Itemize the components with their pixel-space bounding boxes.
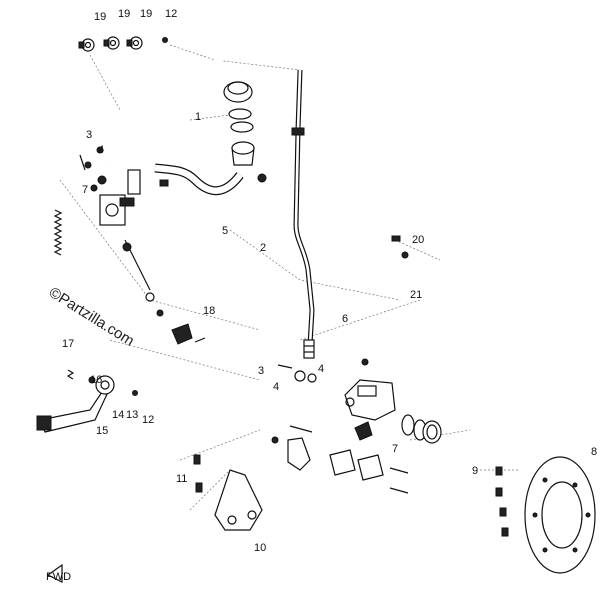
callout-4c: 4 [318, 363, 324, 375]
caliper-bracket-10 [193, 454, 263, 531]
callout-12b: 12 [142, 414, 154, 426]
push-rod [122, 239, 164, 317]
callout-2: 2 [260, 242, 266, 254]
fwd-arrow: FWD [46, 563, 71, 583]
callout-15: 15 [96, 425, 108, 437]
callout-13: 13 [126, 409, 138, 421]
callout-9: 9 [472, 465, 478, 477]
reservoir-assembly [223, 81, 267, 183]
banjo-washer-19c [126, 36, 143, 50]
brake-pads [329, 449, 409, 494]
caliper-small-parts [271, 425, 313, 471]
return-spring [53, 209, 63, 256]
callout-18: 18 [203, 305, 215, 317]
piston-seals-7 [401, 414, 442, 444]
callout-10: 10 [254, 542, 266, 554]
callout-19c: 19 [140, 8, 152, 20]
brake-switch-18 [171, 323, 206, 345]
brake-pedal-15 [36, 369, 138, 433]
callout-labels: 19 19 19 12 1 3 4 7 5 2 20 21 18 6 17 16… [62, 8, 597, 554]
screw-12-top [162, 37, 168, 43]
caliper-6 [344, 358, 396, 441]
disc-bolts-9 [495, 466, 509, 537]
callout-8: 8 [591, 446, 597, 458]
callout-6: 6 [342, 313, 348, 325]
callout-5: 5 [222, 225, 228, 237]
callout-4b: 4 [273, 381, 279, 393]
callout-12a: 12 [165, 8, 177, 20]
callout-19b: 19 [118, 8, 130, 20]
callout-20: 20 [412, 234, 424, 246]
watermark: ©Partzilla.com [46, 284, 137, 350]
brake-hose-1 [109, 53, 302, 167]
brake-disc-8 [524, 456, 596, 574]
fwd-mark: FWD [46, 571, 71, 583]
callout-21: 21 [410, 289, 422, 301]
banjo-washer-group-19 [78, 36, 168, 52]
callout-16: 16 [90, 374, 102, 386]
callout-4a: 4 [98, 144, 104, 156]
callout-19a: 19 [94, 11, 106, 23]
callout-7a: 7 [82, 184, 88, 196]
brake-line-2 [291, 69, 315, 359]
banjo-bolt-caliper [277, 364, 317, 383]
callout-3b: 3 [258, 365, 264, 377]
callout-17: 17 [62, 338, 74, 350]
screw-20 [391, 235, 409, 259]
reservoir-hose-5 [154, 163, 244, 196]
callout-1: 1 [195, 111, 201, 123]
callout-7b: 7 [392, 443, 398, 455]
banjo-washer-19a [78, 38, 95, 52]
callout-11: 11 [176, 473, 187, 485]
callout-14: 14 [112, 409, 124, 421]
banjo-washer-19b [103, 36, 120, 50]
master-cylinder-7 [79, 146, 141, 226]
callout-3a: 3 [86, 129, 92, 141]
